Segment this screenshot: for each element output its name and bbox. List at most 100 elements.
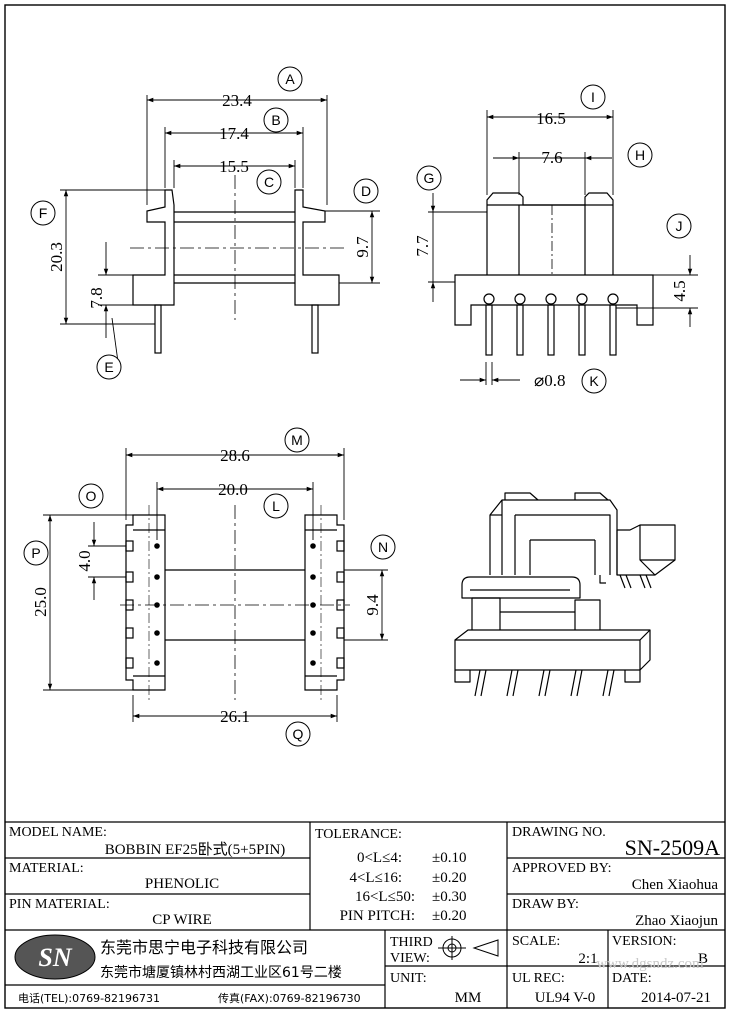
callout-C: C <box>264 174 274 190</box>
tolerance-range-2: 4<L≤16: <box>349 870 402 886</box>
callout-H: H <box>635 147 645 163</box>
callout-K: K <box>589 373 599 389</box>
callout-A: A <box>285 71 295 87</box>
callout-J: J <box>676 218 683 234</box>
approved-by-label: APPROVED BY: <box>512 861 611 876</box>
date-label: DATE: <box>612 971 652 986</box>
bottom-dimensions <box>43 448 388 722</box>
bottom-right-pins <box>310 543 316 666</box>
front-pin-left <box>154 304 162 354</box>
dim-Q-value: 26.1 <box>220 707 250 726</box>
unit-label: UNIT: <box>390 971 427 986</box>
side-pin-holes <box>483 293 619 305</box>
third-view-label-1: THIRD <box>390 935 433 950</box>
third-angle-projection-icon <box>438 936 499 960</box>
draw-by-value: Zhao Xiaojun <box>635 913 718 929</box>
tolerance-value-1: ±0.10 <box>432 850 466 866</box>
side-view <box>454 192 654 356</box>
front-pin-right <box>311 304 319 354</box>
title-block <box>5 821 725 1008</box>
callout-I: I <box>591 89 595 105</box>
drawing-no-label: DRAWING NO. <box>512 825 606 840</box>
company-tel: 电话(TEL):0769-82196731 <box>18 992 160 1005</box>
third-view-label-2: VIEW: <box>390 951 430 966</box>
callout-G: G <box>424 170 435 186</box>
logo-text: SN <box>38 943 72 972</box>
callout-F: F <box>39 205 48 221</box>
front-callouts: A B C D F E <box>30 66 379 380</box>
callout-L: L <box>272 498 280 514</box>
dim-P-value: 25.0 <box>31 587 50 617</box>
company-address: 东莞市塘厦镇林村西湖工业区61号二楼 <box>100 964 342 981</box>
company-logo: SN <box>14 934 96 980</box>
callout-O: O <box>86 488 97 504</box>
callout-N: N <box>378 539 388 555</box>
tolerance-range-4: PIN PITCH: <box>340 908 415 924</box>
dim-G-value: 7.7 <box>413 235 432 257</box>
bottom-right-tabs <box>336 540 345 669</box>
bottom-right-column <box>304 514 345 691</box>
sheet-border <box>4 4 726 1009</box>
callout-B: B <box>271 112 280 128</box>
ul-rec-label: UL REC: <box>512 971 565 986</box>
tolerance-range-3: 16<L≤50: <box>355 889 415 905</box>
drawing-no-value: SN-2509A <box>625 835 720 860</box>
material-label: MATERIAL: <box>9 861 84 876</box>
callout-P: P <box>31 545 40 561</box>
unit-value: MM <box>455 990 482 1006</box>
watermark-text: www.dgsndz.com <box>596 956 704 972</box>
callout-M: M <box>291 432 303 448</box>
dim-N-value: 9.4 <box>363 594 382 616</box>
side-callouts: I H G J K <box>416 84 692 394</box>
dim-I-value: 16.5 <box>536 109 566 128</box>
front-right-flange <box>294 189 340 306</box>
dim-E-value: 7.8 <box>87 287 106 308</box>
approved-by-value: Chen Xiaohua <box>632 877 719 893</box>
dim-D-value: 9.7 <box>353 236 372 258</box>
bottom-view <box>120 505 350 700</box>
side-base <box>454 274 654 326</box>
tolerance-range-1: 0<L≤4: <box>357 850 402 866</box>
pin-material-value: CP WIRE <box>152 912 212 928</box>
tolerance-label: TOLERANCE: <box>315 827 402 842</box>
bottom-left-tabs <box>125 540 134 669</box>
tolerance-value-2: ±0.20 <box>432 870 466 886</box>
side-pins <box>485 304 617 356</box>
pin-material-label: PIN MATERIAL: <box>9 897 110 912</box>
dim-K-value: ⌀0.8 <box>534 371 566 390</box>
bottom-callouts: M L O P N Q <box>23 427 396 747</box>
company-fax: 传真(FAX):0769-82196730 <box>218 991 361 1005</box>
front-left-flange <box>132 189 175 306</box>
dim-F-value: 20.3 <box>47 242 66 272</box>
dim-C-value: 15.5 <box>219 157 249 176</box>
isometric-view <box>454 492 676 697</box>
dim-M-value: 28.6 <box>220 446 250 465</box>
model-name-label: MODEL NAME: <box>9 825 107 840</box>
tolerance-value-3: ±0.30 <box>432 889 466 905</box>
ul-rec-value: UL94 V-0 <box>535 990 595 1006</box>
tolerance-value-4: ±0.20 <box>432 908 466 924</box>
dim-A-value: 23.4 <box>222 91 252 110</box>
model-name-value: BOBBIN EF25卧式(5+5PIN) <box>105 841 286 858</box>
bottom-left-column <box>125 514 166 691</box>
dim-B-value: 17.4 <box>219 124 249 143</box>
dim-L-value: 20.0 <box>218 480 248 499</box>
draw-by-label: DRAW BY: <box>512 897 579 912</box>
scale-label: SCALE: <box>512 934 560 949</box>
front-dimensions <box>60 95 380 363</box>
date-value: 2014-07-21 <box>641 990 711 1006</box>
callout-Q: Q <box>293 726 304 742</box>
company-name: 东莞市思宁电子科技有限公司 <box>100 938 308 957</box>
version-value: B <box>698 951 708 967</box>
dim-O-value: 4.0 <box>75 550 94 571</box>
callout-E: E <box>104 359 113 375</box>
material-value: PHENOLIC <box>145 876 219 892</box>
callout-D: D <box>361 183 371 199</box>
scale-value: 2:1 <box>578 951 597 967</box>
side-dimensions <box>428 110 698 385</box>
dim-H-value: 7.6 <box>541 148 562 167</box>
version-label: VERSION: <box>612 934 677 949</box>
front-view <box>130 175 345 354</box>
dim-J-value: 4.5 <box>670 280 689 301</box>
